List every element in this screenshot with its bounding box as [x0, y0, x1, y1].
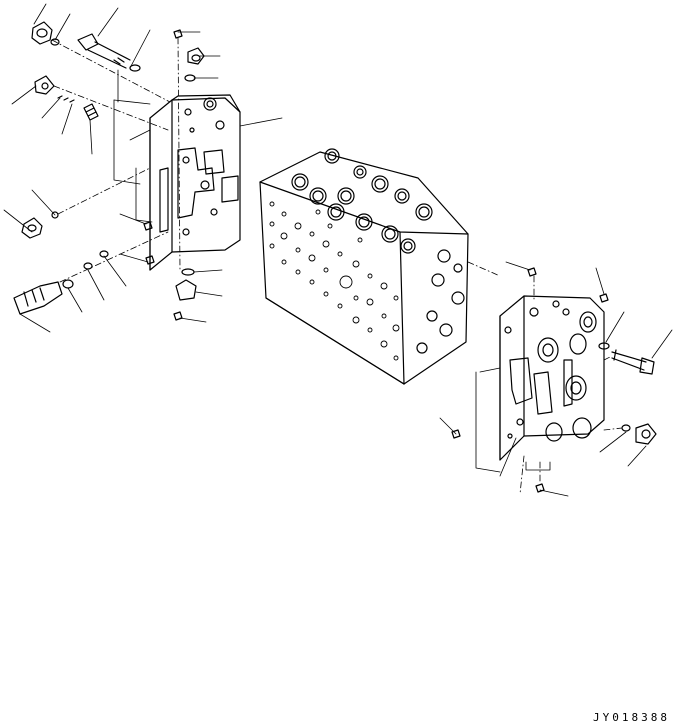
left-valve-section [150, 95, 240, 270]
left-bracket-lines [114, 100, 152, 222]
left-leader-lines [4, 4, 282, 332]
drawing-code: JY018388 [593, 711, 670, 724]
left-fasteners [14, 22, 204, 320]
main-valve-block [260, 149, 468, 384]
right-leader-lines [440, 262, 672, 496]
center-leader-lines [468, 262, 500, 276]
right-valve-section [500, 296, 604, 460]
right-fasteners [452, 268, 656, 492]
